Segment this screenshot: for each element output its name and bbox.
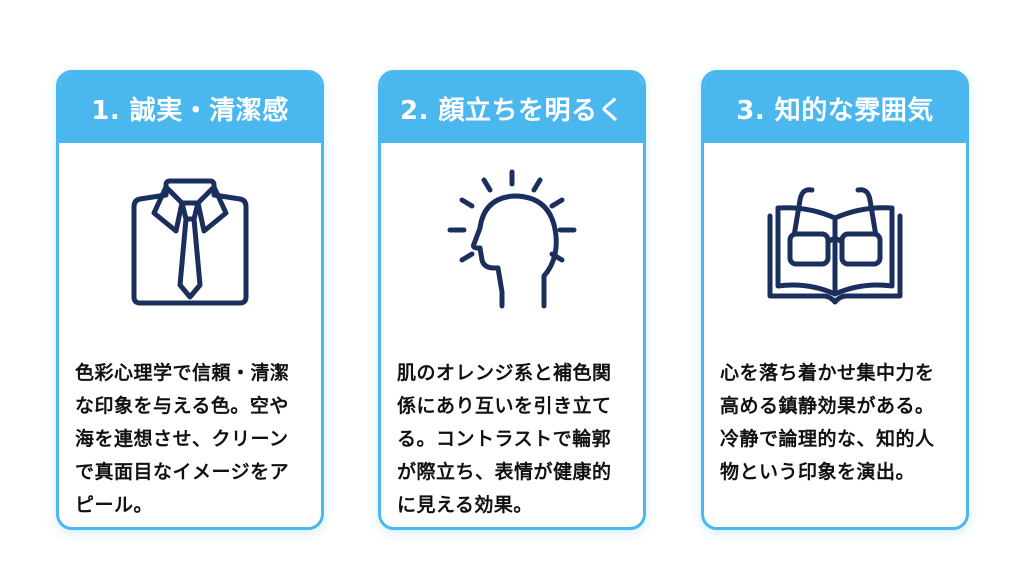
card-title: 3. 知的な雰囲気 (704, 73, 966, 143)
card-description: 色彩心理学で信頼・清潔な印象を与える色。空や海を連想させ、クリーンで真面目なイメ… (75, 362, 290, 516)
card-intellect: 3. 知的な雰囲気 心を落ち着かせ集中力を高める鎮静効果がある。冷静で論理的な、… (701, 70, 969, 530)
card-title: 2. 顔立ちを明るく (381, 73, 643, 143)
bright-head-icon (447, 169, 577, 309)
shirt-tie-icon (131, 178, 249, 306)
card-title: 1. 誠実・清潔感 (59, 73, 321, 143)
card-brightness: 2. 顔立ちを明るく 肌のオレンジ系と補色関係にあり互いを引き立てる。コントラス… (378, 70, 646, 530)
card-description: 心を落ち着かせ集中力を高める鎮静効果がある。冷静で論理的な、知的人物という印象を… (720, 362, 935, 483)
card-description: 肌のオレンジ系と補色関係にあり互いを引き立てる。コントラストで輪郭が際立ち、表情… (397, 362, 612, 516)
card-integrity: 1. 誠実・清潔感 色彩心理学で信頼・清潔な印象を与える色。空や海を連想させ、ク… (56, 70, 324, 530)
book-glasses-icon (767, 187, 903, 305)
